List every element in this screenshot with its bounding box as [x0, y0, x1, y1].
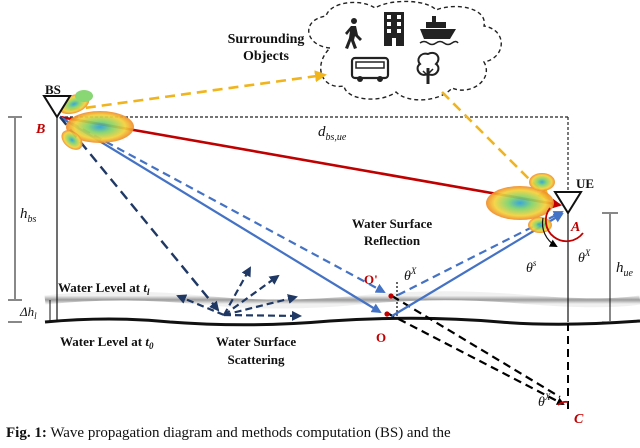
water-level-t0 — [44, 316, 640, 327]
ue-label: UE — [576, 176, 594, 191]
cloud-outline — [308, 0, 502, 101]
water-level-t0-text: Water Level at — [60, 334, 145, 349]
object-path-bs-to-cloud — [69, 70, 327, 112]
ue-beam-lobes — [486, 173, 555, 233]
ue-antenna-icon — [553, 191, 583, 215]
water-level-tl-text: Water Level at — [58, 280, 143, 295]
scattering-arrows — [176, 266, 302, 321]
svg-text:Δhl: Δhl — [19, 304, 37, 321]
delta-h-label: Δhl — [19, 304, 37, 321]
reflected-path-to-o-prime — [59, 116, 386, 293]
o-label: O — [376, 330, 386, 345]
theta-x-label-c: θX — [538, 392, 551, 410]
theta-s-arc-ue — [541, 217, 558, 247]
svg-text:Water Level at tl: Water Level at tl — [58, 280, 150, 297]
theta-s-label: θs — [526, 258, 537, 276]
d-bs-ue-subscript: bs,ue — [326, 132, 347, 143]
svg-text:hbs: hbs — [20, 206, 37, 225]
bs-label: BS — [45, 82, 61, 97]
theta-x-sup-c: X — [544, 392, 551, 402]
scattering-label-line1: Water Surface — [216, 334, 296, 349]
cloud-title-line1: Surrounding — [228, 32, 305, 47]
point-c-label: C — [574, 412, 584, 427]
d-bs-ue-label: dbs,ue — [318, 124, 347, 143]
direct-path-line — [59, 115, 562, 209]
h-ue-subscript: ue — [624, 268, 634, 279]
bus-icon — [350, 56, 390, 82]
theta-x-arc-c — [557, 400, 569, 406]
image-path-from-o-prime — [391, 295, 561, 398]
object-path-cloud-to-ue — [441, 91, 551, 201]
svg-text:θX: θX — [538, 392, 551, 410]
theta-x-arc-ue — [544, 207, 584, 243]
caption-text: Wave propagation diagram and methods com… — [50, 425, 451, 441]
reflected-path-o-prime-to-ue — [397, 211, 564, 296]
scattering-label-line2: Scattering — [227, 352, 285, 367]
theta-x-label-o: θX — [404, 266, 417, 284]
reflected-path-to-o — [59, 116, 382, 314]
water-level-tl-label: Water Level at tl — [58, 280, 150, 297]
svg-text:θs: θs — [526, 258, 537, 276]
theta-x-sup-o: X — [410, 266, 417, 276]
theta-s-sup: s — [533, 258, 537, 268]
delta-h-sub: l — [34, 311, 37, 321]
scattering-incident-path — [59, 116, 220, 312]
h-bs-subscript: bs — [28, 214, 37, 225]
h-bs-dimension — [8, 116, 22, 323]
svg-text:Water Level at t0: Water Level at t0 — [60, 334, 154, 351]
o-prime-label: O' — [364, 272, 378, 287]
svg-text:dbs,ue: dbs,ue — [318, 124, 347, 143]
bs-beam-lobes — [58, 90, 134, 150]
water-level-tl-var: t — [143, 280, 147, 295]
cloud-title-line2: Objects — [243, 49, 289, 64]
water-level-tl-sub: l — [147, 287, 150, 297]
caption-fig-label: Fig. 1: — [6, 425, 47, 441]
water-level-t0-var: t — [145, 334, 149, 349]
image-path-from-o — [386, 312, 565, 405]
theta-x-label-ue: θX — [578, 248, 591, 266]
surrounding-objects-cloud: Surrounding Objects — [228, 0, 502, 101]
svg-text:hue: hue — [616, 260, 634, 279]
point-o-prime — [388, 293, 394, 299]
tree-icon — [416, 52, 440, 84]
h-bs-label: hbs — [20, 206, 37, 225]
reflection-label-line1: Water Surface — [352, 216, 432, 231]
water-level-t0-sub: 0 — [149, 341, 154, 351]
reflection-label-line2: Reflection — [364, 233, 421, 248]
building-icon — [384, 12, 404, 46]
svg-text:θX: θX — [404, 266, 417, 284]
water-level-t0-label: Water Level at t0 — [60, 334, 154, 351]
ship-icon — [419, 16, 459, 46]
svg-text:θX: θX — [578, 248, 591, 266]
water-level-tl — [44, 291, 640, 309]
point-a-label: A — [570, 220, 580, 235]
point-b-label: B — [35, 122, 45, 137]
point-o — [384, 311, 390, 317]
figure-caption: Fig. 1: Wave propagation diagram and met… — [6, 425, 640, 448]
bs-antenna-icon — [42, 95, 72, 119]
theta-x-sup-ue: X — [584, 248, 591, 258]
h-ue-dimension — [602, 212, 618, 323]
h-ue-label: hue — [616, 260, 634, 279]
pedestrian-icon — [345, 18, 362, 49]
